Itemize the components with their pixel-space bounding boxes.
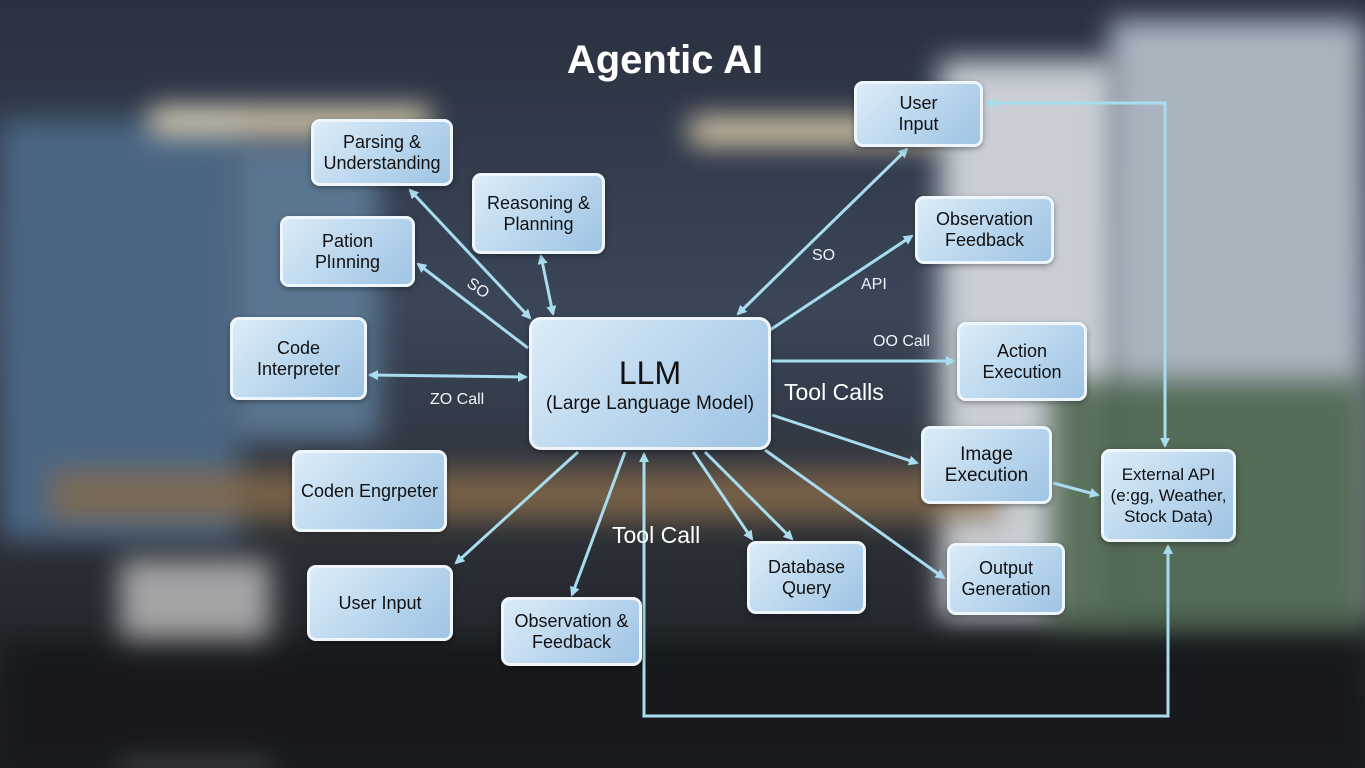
edge-label-api: API (861, 276, 887, 293)
node-llm: LLM (Large Language Model) (529, 317, 771, 450)
node-external-api: External API (e:gg, Weather, Stock Data) (1101, 449, 1236, 542)
edge-label-tool-calls: Tool Calls (784, 379, 884, 405)
arrow-llm-userinput (736, 147, 909, 316)
diagram-title: Agentic AI (566, 38, 764, 82)
node-observation-feedback-top: Observation Feedback (915, 196, 1054, 264)
node-observation-feedback-bottom: Observation & Feedback (501, 597, 642, 666)
loop-bottom (639, 452, 1173, 718)
node-user-input-top: User Input (854, 81, 983, 147)
node-output-generation: Output Generation (947, 543, 1065, 615)
llm-title: LLM (618, 355, 682, 391)
edge-label-zo-call: ZO Call (430, 391, 485, 408)
node-coden: Coden Engrpeter (292, 450, 447, 532)
arrow-image-external (1052, 481, 1100, 498)
node-reasoning: Reasoning & Planning (472, 173, 605, 254)
arrow-parsing-llm (408, 188, 532, 320)
arrow-llm-database-1 (691, 451, 754, 541)
arrow-reasoning-llm (537, 254, 557, 316)
node-action-execution: Action Execution (957, 322, 1087, 401)
node-image-execution: Image Execution (921, 426, 1052, 504)
node-database-query: Database Query (747, 541, 866, 614)
node-parsing: Parsing & Understanding (311, 119, 453, 186)
edge-label-oo-call: OO Call (873, 333, 930, 350)
edge-label-tool-call: Tool Call (612, 522, 701, 548)
edge-label-so-right: SO (812, 247, 836, 264)
arrow-llm-database-2 (703, 450, 794, 541)
arrow-llm-userinput-bottom (454, 450, 580, 565)
arrow-llm-output (764, 448, 946, 580)
arrow-code-llm (368, 370, 528, 382)
llm-subtitle: (Large Language Model) (545, 393, 755, 414)
arrow-llm-observation (769, 234, 914, 332)
node-code-interpreter: Code Interpreter (230, 317, 367, 400)
node-user-input-bottom: User Input (307, 565, 453, 641)
loop-external-userinput (984, 98, 1170, 448)
arrow-llm-image (771, 413, 919, 466)
node-pation: Pation Plınning (280, 216, 415, 287)
arrow-llm-observation-bottom (570, 451, 627, 597)
arrow-llm-pation (416, 262, 529, 350)
